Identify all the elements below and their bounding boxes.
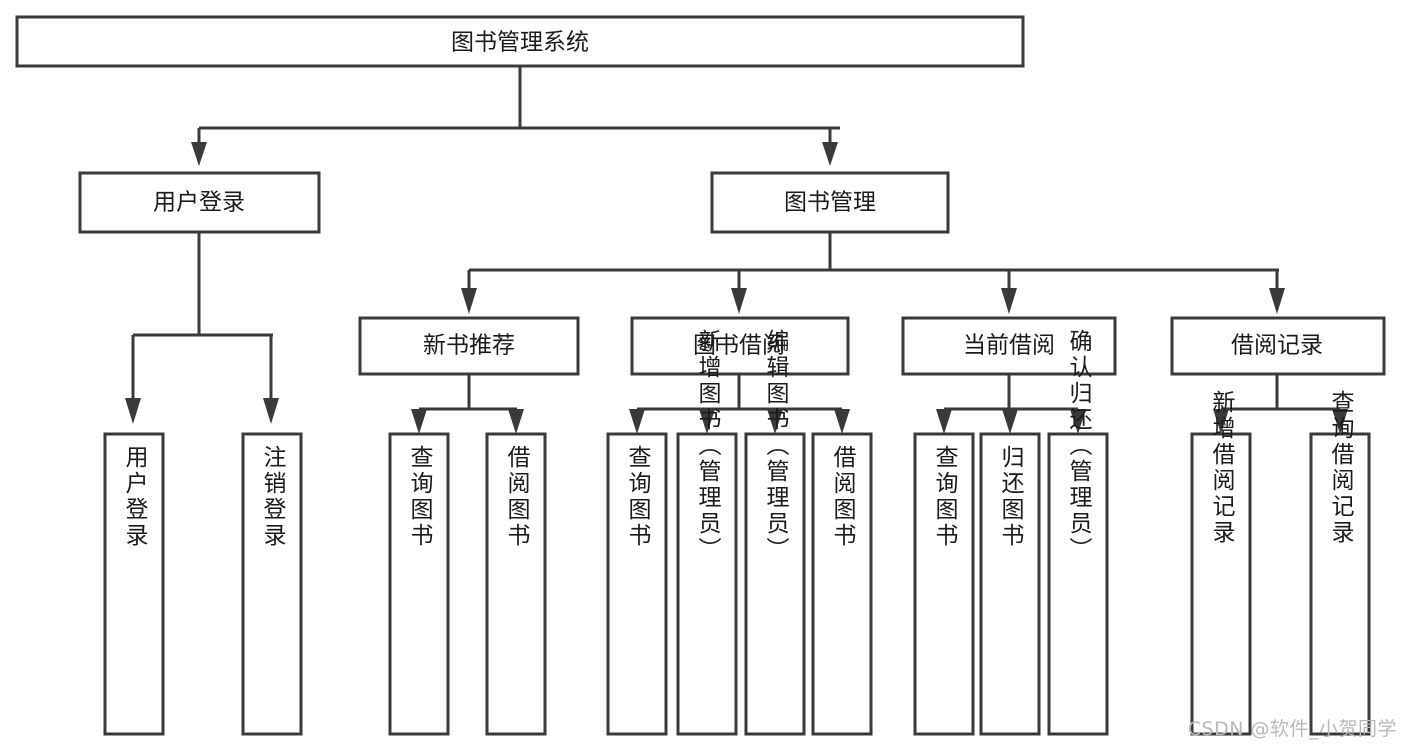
arrow-head-icon (1332, 409, 1348, 434)
arrow-head-icon (191, 142, 207, 166)
node-leaf-borrow-add-book[interactable]: 新增图书（管理员） (676, 329, 738, 736)
node-leaf-borrow-query-book-label: 查询图书 (624, 445, 652, 549)
edge-borrowrecord-to-leaves (1213, 374, 1348, 434)
node-current-borrow[interactable]: 当前借阅 (901, 316, 1117, 376)
node-leaf-borrow-add-book-label: 新增图书（管理员） (694, 329, 722, 563)
node-leaf-cur-query-book-label: 查询图书 (931, 445, 959, 549)
arrow-head-icon (629, 409, 645, 434)
arrow-head-icon (1269, 288, 1285, 314)
node-leaf-user-login-box[interactable] (103, 432, 165, 736)
node-book-manage-box[interactable] (710, 171, 950, 234)
node-leaf-rec-query-record[interactable]: 查询借阅记录 (1309, 390, 1371, 736)
arrow-head-icon (1213, 409, 1229, 434)
node-leaf-cur-return-book[interactable]: 归还图书 (979, 432, 1041, 736)
edge-bookmanage-to-level3 (461, 232, 1285, 314)
arrow-head-icon (936, 409, 952, 434)
node-leaf-user-login[interactable]: 用户登录 (103, 432, 165, 736)
node-leaf-cur-confirm-return-box[interactable] (1047, 432, 1109, 736)
node-book-borrow-box[interactable] (630, 316, 850, 376)
node-leaf-borrow-add-book-box[interactable] (676, 432, 738, 736)
arrow-head-icon (461, 288, 477, 314)
node-leaf-user-logout[interactable]: 注销登录 (241, 432, 303, 736)
node-new-book-rec[interactable]: 新书推荐 (358, 316, 580, 376)
node-leaf-rec-query-book[interactable]: 查询图书 (388, 432, 450, 736)
node-leaf-borrow-borrow-book[interactable]: 借阅图书 (811, 432, 873, 736)
edge-root-to-level2 (191, 66, 840, 166)
node-leaf-rec-add-record[interactable]: 新增借阅记录 (1190, 390, 1252, 736)
node-leaf-rec-query-record-label: 查询借阅记录 (1327, 390, 1355, 546)
arrow-head-icon (822, 142, 838, 166)
node-current-borrow-box[interactable] (901, 316, 1117, 376)
csdn-watermark: CSDN @软件_小贺同学 (1187, 718, 1397, 740)
node-leaf-rec-query-record-box[interactable] (1309, 432, 1371, 736)
node-leaf-borrow-query-book-box[interactable] (606, 432, 668, 736)
node-book-manage-label: 图书管理 (784, 190, 876, 216)
node-book-manage[interactable]: 图书管理 (710, 171, 950, 234)
arrow-head-icon (731, 288, 747, 314)
node-leaf-borrow-edit-book[interactable]: 编辑图书（管理员） (744, 329, 806, 736)
node-root-label: 图书管理系统 (451, 30, 589, 56)
node-leaf-cur-return-book-label: 归还图书 (997, 445, 1025, 549)
node-leaf-user-logout-label: 注销登录 (259, 445, 287, 549)
edge-currentborrow-to-leaves (936, 374, 1086, 434)
node-root-box[interactable] (15, 15, 1025, 68)
node-leaf-cur-confirm-return[interactable]: 确认归还（管理员） (1047, 329, 1109, 736)
node-leaf-user-login-label: 用户登录 (121, 445, 149, 549)
node-root[interactable]: 图书管理系统 (15, 15, 1025, 68)
arrow-head-icon (263, 398, 279, 424)
node-leaf-borrow-borrow-book-box[interactable] (811, 432, 873, 736)
node-leaf-rec-query-book-label: 查询图书 (406, 445, 434, 549)
node-borrow-record-label: 借阅记录 (1231, 333, 1323, 359)
arrow-head-icon (508, 409, 524, 434)
node-leaf-borrow-edit-book-label: 编辑图书（管理员） (762, 329, 790, 563)
node-leaf-rec-add-record-box[interactable] (1190, 432, 1252, 736)
arrow-head-icon (411, 409, 427, 434)
node-leaf-rec-borrow-book-label: 借阅图书 (503, 445, 531, 549)
node-leaf-rec-add-record-label: 新增借阅记录 (1208, 390, 1236, 546)
arrow-head-icon (699, 409, 715, 434)
arrow-head-icon (125, 398, 141, 424)
node-leaf-user-logout-box[interactable] (241, 432, 303, 736)
arrow-head-icon (1001, 288, 1017, 314)
arrow-head-icon (834, 409, 850, 434)
node-new-book-rec-box[interactable] (358, 316, 580, 376)
node-leaf-borrow-borrow-book-label: 借阅图书 (829, 445, 857, 549)
arrow-head-icon (767, 409, 783, 434)
node-leaf-cur-confirm-return-label: 确认归还（管理员） (1065, 329, 1093, 563)
node-borrow-record[interactable]: 借阅记录 (1170, 316, 1386, 376)
node-new-book-rec-label: 新书推荐 (423, 333, 515, 359)
edge-newbookrec-to-leaves (411, 374, 524, 434)
node-leaf-rec-query-book-box[interactable] (388, 432, 450, 736)
node-leaf-rec-borrow-book-box[interactable] (485, 432, 547, 736)
node-borrow-record-box[interactable] (1170, 316, 1386, 376)
node-current-borrow-label: 当前借阅 (963, 333, 1055, 359)
edge-userlogin-to-leaves (125, 232, 279, 424)
node-book-borrow[interactable]: 图书借阅 (630, 316, 850, 376)
node-leaf-borrow-query-book[interactable]: 查询图书 (606, 432, 668, 736)
node-leaf-cur-query-book[interactable]: 查询图书 (913, 432, 975, 736)
node-leaf-cur-return-book-box[interactable] (979, 432, 1041, 736)
node-leaf-rec-borrow-book[interactable]: 借阅图书 (485, 432, 547, 736)
arrow-head-icon (1002, 409, 1018, 434)
node-user-login-label: 用户登录 (153, 190, 245, 216)
node-user-login[interactable]: 用户登录 (78, 171, 321, 234)
node-book-borrow-label: 图书借阅 (693, 333, 785, 359)
arrow-head-icon (1070, 409, 1086, 434)
node-user-login-box[interactable] (78, 171, 321, 234)
node-leaf-borrow-edit-book-box[interactable] (744, 432, 806, 736)
node-leaf-cur-query-book-box[interactable] (913, 432, 975, 736)
edge-bookborrow-to-leaves (629, 374, 850, 434)
